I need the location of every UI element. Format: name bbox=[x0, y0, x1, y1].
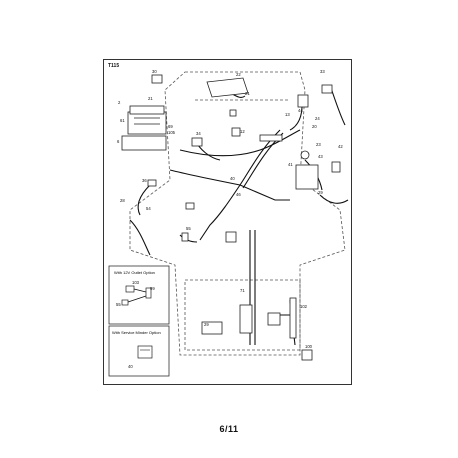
callout: 29 bbox=[204, 322, 209, 327]
page-number: 6/11 bbox=[219, 424, 239, 434]
callout: 41 bbox=[288, 162, 293, 167]
callout: 46 bbox=[236, 192, 241, 197]
callout: 13 bbox=[285, 112, 290, 117]
tractor-outline bbox=[129, 71, 346, 356]
callout: 21 bbox=[245, 91, 250, 96]
inset-service-title: With Service Minder Option bbox=[112, 330, 161, 335]
battery bbox=[121, 105, 167, 151]
inset-service-label: 40 bbox=[128, 364, 133, 369]
inset-outlet-title: With 12V Outlet Option bbox=[114, 270, 155, 275]
callout: 71 bbox=[240, 288, 245, 293]
callout: 12 bbox=[240, 129, 245, 134]
inset-outlet-label-3: 99 bbox=[150, 286, 155, 291]
callout: 61 bbox=[120, 118, 125, 123]
callout: 22 bbox=[236, 72, 241, 77]
callout: 100 bbox=[305, 344, 313, 349]
callout: 28 bbox=[120, 198, 125, 203]
callout: 23 bbox=[316, 142, 321, 147]
callout: 2 bbox=[118, 100, 121, 105]
callout: 102 bbox=[300, 304, 308, 309]
callout: 6 bbox=[117, 139, 120, 144]
callout: 33 bbox=[320, 69, 325, 74]
callout: 20 bbox=[312, 124, 317, 129]
callout: 54 bbox=[146, 206, 151, 211]
callout: 105 bbox=[168, 130, 176, 135]
callout: 55 bbox=[186, 226, 191, 231]
callout: 69 bbox=[168, 124, 173, 129]
components bbox=[147, 74, 341, 361]
callout-labels: 30 22 21 33 2 21 61 69 105 6 34 12 44 13… bbox=[117, 69, 343, 349]
callout: 44 bbox=[298, 108, 303, 113]
diagram-code: T115 bbox=[108, 63, 120, 69]
callout: 29 bbox=[318, 190, 323, 195]
inset-outlet-label-1: 103 bbox=[132, 280, 140, 285]
inset-outlet-label-2: 55 bbox=[116, 302, 121, 307]
callout: 21 bbox=[148, 96, 153, 101]
inset-service: With Service Minder Option 40 bbox=[108, 325, 170, 377]
callout: 24 bbox=[315, 116, 320, 121]
callout: 30 bbox=[152, 69, 157, 74]
callout: 43 bbox=[318, 154, 323, 159]
callout: 36 bbox=[142, 178, 147, 183]
callout: 40 bbox=[230, 176, 235, 181]
inset-outlet: With 12V Outlet Option 103 55 99 bbox=[108, 265, 170, 325]
callout: 34 bbox=[196, 131, 201, 136]
callout: 42 bbox=[338, 144, 343, 149]
